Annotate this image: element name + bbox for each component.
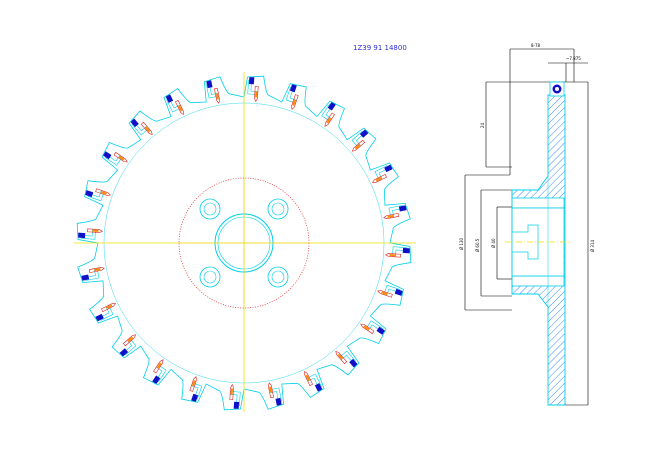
cutting-insert-icon <box>247 76 259 103</box>
cutting-insert-icon <box>189 376 203 402</box>
cutting-insert-icon <box>119 334 137 357</box>
cutting-insert-icon <box>102 151 128 166</box>
cutting-insert-icon <box>371 164 393 183</box>
dim-diameter-60: Ø 60.5 <box>475 238 480 252</box>
cutting-insert-icon <box>377 284 403 298</box>
bolt-hole <box>199 198 221 220</box>
cutting-insert-icon <box>77 228 104 240</box>
dim-top-width: 8-78 <box>531 43 541 48</box>
dim-diameter-130: Ø 130 <box>459 237 464 250</box>
cutting-insert-icon <box>165 94 184 116</box>
cutting-insert-icon <box>95 303 117 322</box>
dim-diameter-40: Ø 40 <box>491 238 496 248</box>
dim-insert-width: ~7.875 <box>566 56 581 61</box>
cutting-insert-icon <box>268 382 282 406</box>
cutting-insert-icon <box>285 84 299 110</box>
dim-diameter-314: Ø 314 <box>590 239 595 252</box>
cutting-insert-icon <box>384 246 411 258</box>
cutter-front-view <box>74 72 416 412</box>
cutting-insert-icon <box>304 370 323 392</box>
bolt-hole <box>267 198 289 220</box>
cutting-insert-icon <box>335 350 358 368</box>
dimension-lines <box>464 48 589 406</box>
bolt-hole <box>267 266 289 288</box>
cutting-insert-icon <box>229 383 241 410</box>
cutting-insert-icon <box>383 205 407 219</box>
dim-height: 24 <box>480 122 485 128</box>
cutting-insert-icon <box>130 118 153 136</box>
cutting-insert-icon <box>321 101 336 127</box>
cutter-section-view: 8-78 ~7.875 24 Ø 130 Ø 60.5 Ø 40 Ø 314 <box>459 43 595 406</box>
cutting-insert-icon <box>351 129 369 152</box>
bolt-hole <box>199 266 221 288</box>
cutting-insert-icon <box>152 359 167 385</box>
section-insert <box>549 81 565 97</box>
cutting-insert-icon <box>206 80 220 104</box>
cutting-insert-icon <box>360 320 386 335</box>
cutting-insert-icon <box>81 267 105 281</box>
drawing-number: 1Z39 91 14800 <box>353 44 407 52</box>
cutting-insert-icon <box>85 188 111 202</box>
